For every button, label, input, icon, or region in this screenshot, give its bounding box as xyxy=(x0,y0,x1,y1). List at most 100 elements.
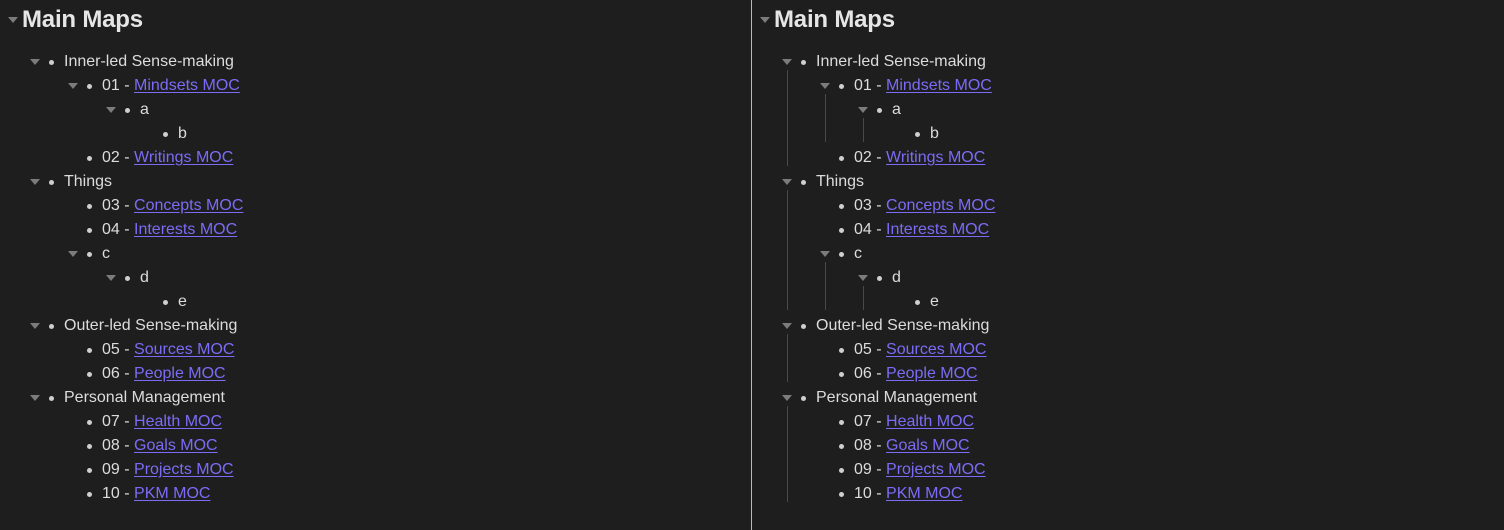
chevron-down-icon[interactable] xyxy=(856,98,870,122)
internal-link[interactable]: Interests MOC xyxy=(886,221,990,238)
outline-row[interactable]: d xyxy=(752,266,1504,290)
internal-link[interactable]: Mindsets MOC xyxy=(134,77,240,94)
internal-link[interactable]: Mindsets MOC xyxy=(886,77,992,94)
chevron-down-icon[interactable] xyxy=(780,170,794,194)
chevron-down-icon[interactable] xyxy=(66,74,80,98)
bullet-icon xyxy=(834,434,848,458)
chevron-down-icon[interactable] xyxy=(6,8,20,32)
bullet-icon xyxy=(158,122,172,146)
bullet-icon xyxy=(82,338,96,362)
bullet-icon xyxy=(834,146,848,170)
internal-link[interactable]: Concepts MOC xyxy=(134,197,244,214)
outline-row[interactable]: 07 - Health MOC xyxy=(752,410,1504,434)
item-number-prefix: 07 - xyxy=(102,413,135,430)
outline-row[interactable]: 05 - Sources MOC xyxy=(0,338,751,362)
outline-item-label: 10 - PKM MOC xyxy=(854,482,962,506)
outline-row[interactable]: 08 - Goals MOC xyxy=(0,434,751,458)
indent-guide-line xyxy=(863,118,864,142)
item-number-prefix: 09 - xyxy=(102,461,135,478)
chevron-down-icon[interactable] xyxy=(818,74,832,98)
chevron-down-icon[interactable] xyxy=(28,386,42,410)
outline-row[interactable]: b xyxy=(752,122,1504,146)
outline-row[interactable]: 04 - Interests MOC xyxy=(752,218,1504,242)
outline-item-label: c xyxy=(854,242,862,266)
item-text: Personal Management xyxy=(64,389,225,406)
outline-row[interactable]: 09 - Projects MOC xyxy=(752,458,1504,482)
outline-row[interactable]: 04 - Interests MOC xyxy=(0,218,751,242)
outline-row[interactable]: 10 - PKM MOC xyxy=(0,482,751,506)
twisty-placeholder xyxy=(66,218,80,242)
chevron-down-icon[interactable] xyxy=(66,242,80,266)
outline-row[interactable]: Personal Management xyxy=(0,386,751,410)
twisty-placeholder xyxy=(818,146,832,170)
bullet-icon xyxy=(834,482,848,506)
outline-item-label: a xyxy=(892,98,901,122)
internal-link[interactable]: Writings MOC xyxy=(886,149,986,166)
outline-row[interactable]: 01 - Mindsets MOC xyxy=(0,74,751,98)
outline-item-label: 06 - People MOC xyxy=(854,362,978,386)
twisty-placeholder xyxy=(818,194,832,218)
internal-link[interactable]: Writings MOC xyxy=(134,149,234,166)
outline-row[interactable]: a xyxy=(0,98,751,122)
outline-row[interactable]: 06 - People MOC xyxy=(0,362,751,386)
chevron-down-icon[interactable] xyxy=(104,266,118,290)
outline-row[interactable]: 06 - People MOC xyxy=(752,362,1504,386)
internal-link[interactable]: PKM MOC xyxy=(886,485,963,502)
twisty-placeholder xyxy=(818,458,832,482)
chevron-down-icon[interactable] xyxy=(28,314,42,338)
item-number-prefix: 10 - xyxy=(854,485,887,502)
item-text: b xyxy=(178,125,187,142)
outline-row[interactable]: 02 - Writings MOC xyxy=(752,146,1504,170)
outline-row[interactable]: c xyxy=(752,242,1504,266)
internal-link[interactable]: PKM MOC xyxy=(134,485,211,502)
internal-link[interactable]: People MOC xyxy=(886,365,978,382)
outline-row[interactable]: a xyxy=(752,98,1504,122)
chevron-down-icon[interactable] xyxy=(104,98,118,122)
chevron-down-icon[interactable] xyxy=(780,386,794,410)
outline-row[interactable]: Outer-led Sense-making xyxy=(752,314,1504,338)
chevron-down-icon[interactable] xyxy=(780,50,794,74)
item-number-prefix: 09 - xyxy=(854,461,887,478)
outline-row[interactable]: Inner-led Sense-making xyxy=(752,50,1504,74)
outline-row[interactable]: 10 - PKM MOC xyxy=(752,482,1504,506)
outline-row[interactable]: d xyxy=(0,266,751,290)
chevron-down-icon[interactable] xyxy=(856,266,870,290)
outline-row[interactable]: 03 - Concepts MOC xyxy=(752,194,1504,218)
outline-row[interactable]: Things xyxy=(0,170,751,194)
outline-row[interactable]: 09 - Projects MOC xyxy=(0,458,751,482)
internal-link[interactable]: Sources MOC xyxy=(134,341,235,358)
item-number-prefix: 06 - xyxy=(102,365,135,382)
internal-link[interactable]: Health MOC xyxy=(134,413,223,430)
bullet-icon xyxy=(82,218,96,242)
outline-row[interactable]: 08 - Goals MOC xyxy=(752,434,1504,458)
internal-link[interactable]: Concepts MOC xyxy=(886,197,996,214)
page-title: Main Maps xyxy=(774,6,895,33)
internal-link[interactable]: People MOC xyxy=(134,365,226,382)
chevron-down-icon[interactable] xyxy=(28,50,42,74)
internal-link[interactable]: Health MOC xyxy=(886,413,975,430)
outline-row[interactable]: 02 - Writings MOC xyxy=(0,146,751,170)
outline-row[interactable]: c xyxy=(0,242,751,266)
internal-link[interactable]: Projects MOC xyxy=(134,461,234,478)
chevron-down-icon[interactable] xyxy=(818,242,832,266)
internal-link[interactable]: Goals MOC xyxy=(886,437,970,454)
outline-row[interactable]: e xyxy=(752,290,1504,314)
outline-row[interactable]: Things xyxy=(752,170,1504,194)
twisty-placeholder xyxy=(66,410,80,434)
chevron-down-icon[interactable] xyxy=(28,170,42,194)
outline-row[interactable]: Personal Management xyxy=(752,386,1504,410)
outline-row[interactable]: 05 - Sources MOC xyxy=(752,338,1504,362)
chevron-down-icon[interactable] xyxy=(780,314,794,338)
outline-row[interactable]: 01 - Mindsets MOC xyxy=(752,74,1504,98)
outline-row[interactable]: 07 - Health MOC xyxy=(0,410,751,434)
internal-link[interactable]: Sources MOC xyxy=(886,341,987,358)
outline-row[interactable]: b xyxy=(0,122,751,146)
outline-row[interactable]: Inner-led Sense-making xyxy=(0,50,751,74)
internal-link[interactable]: Interests MOC xyxy=(134,221,238,238)
outline-row[interactable]: Outer-led Sense-making xyxy=(0,314,751,338)
outline-row[interactable]: 03 - Concepts MOC xyxy=(0,194,751,218)
outline-row[interactable]: e xyxy=(0,290,751,314)
internal-link[interactable]: Goals MOC xyxy=(134,437,218,454)
chevron-down-icon[interactable] xyxy=(758,8,772,32)
internal-link[interactable]: Projects MOC xyxy=(886,461,986,478)
